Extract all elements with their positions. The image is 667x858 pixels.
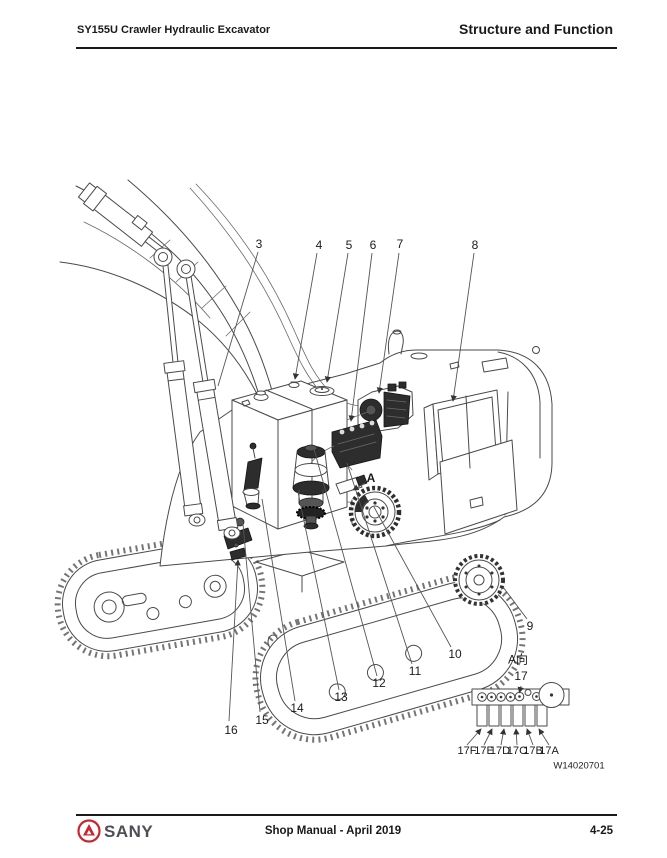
main-control-valve <box>307 419 383 469</box>
sany-logo-icon <box>77 819 101 843</box>
sany-brand-text: SANY <box>104 822 154 841</box>
port-label-17C: 17C <box>506 745 528 757</box>
idler-sprocket <box>453 554 505 606</box>
header-section-title: Structure and Function <box>459 21 613 37</box>
travel-motor <box>348 485 402 539</box>
callout-10: 10 <box>448 647 462 661</box>
boom-cylinders <box>153 247 241 540</box>
view-a-marker: A <box>366 471 376 485</box>
detail-view-a <box>466 682 570 746</box>
radiator-assembly <box>423 389 518 535</box>
callout-7: 7 <box>396 237 404 251</box>
callout-12: 12 <box>372 676 386 690</box>
port-label-17D: 17D <box>489 745 511 757</box>
callout-3: 3 <box>255 237 263 251</box>
footer-manual-title: Shop Manual - April 2019 <box>264 825 402 837</box>
callout-11: 11 <box>408 664 422 678</box>
callout-16: 16 <box>224 723 238 737</box>
callout-4: 4 <box>315 238 323 252</box>
port-label-17B: 17B <box>523 745 543 757</box>
footer-rule <box>76 814 617 816</box>
port-label-17A: 17A <box>539 745 559 757</box>
header-model-title: SY155U Crawler Hydraulic Excavator <box>77 24 271 36</box>
bucket-cylinder <box>77 182 169 257</box>
callout-9: 9 <box>526 619 534 633</box>
pilot-valve <box>242 442 263 510</box>
callout-5: 5 <box>345 238 353 252</box>
callout-15: 15 <box>255 713 269 727</box>
callout-14: 14 <box>290 701 304 715</box>
callout-17: 17 <box>514 669 528 683</box>
detail-view-title: A向 <box>507 652 529 667</box>
callout-8: 8 <box>471 238 479 252</box>
footer-page-number: 4-25 <box>589 825 613 837</box>
header-rule <box>76 47 617 49</box>
port-label-17F: 17F <box>457 745 477 757</box>
drawing-number: W14020701 <box>553 760 605 772</box>
callout-6: 6 <box>369 238 377 252</box>
left-crawler-track <box>54 532 266 660</box>
callout-leader-lines <box>217 251 528 722</box>
callout-13: 13 <box>334 690 348 704</box>
port-label-17E: 17E <box>474 745 494 757</box>
